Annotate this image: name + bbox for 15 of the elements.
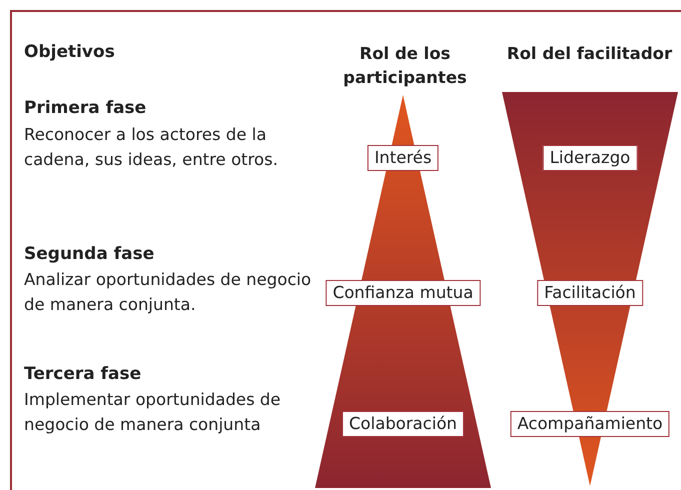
phase-heading: Segunda fase [24, 243, 156, 266]
role-label: Interés [367, 145, 439, 171]
role-label: Acompañamiento [510, 411, 670, 437]
role-label: Confianza mutua [326, 280, 480, 306]
phase-description: Analizar oportunidades de negocio de manera conjunta. [24, 269, 312, 316]
phase-heading: Primera fase [24, 97, 148, 120]
column-heading: Rol de los participantes [342, 43, 468, 89]
objectives-heading: Objetivos [24, 41, 116, 64]
column-heading: Rol del facilitador [506, 43, 674, 65]
role-label: Colaboración [342, 411, 464, 437]
role-label: Facilitación [537, 280, 643, 306]
phase-description: Implementar oportunidades de negocio de manera conjunta [24, 389, 282, 436]
phase-heading: Tercera fase [24, 363, 142, 386]
role-label: Liderazgo [542, 145, 638, 171]
phase-description: Reconocer a los actores de la cadena, sus ideas, entre otros. [24, 124, 279, 171]
